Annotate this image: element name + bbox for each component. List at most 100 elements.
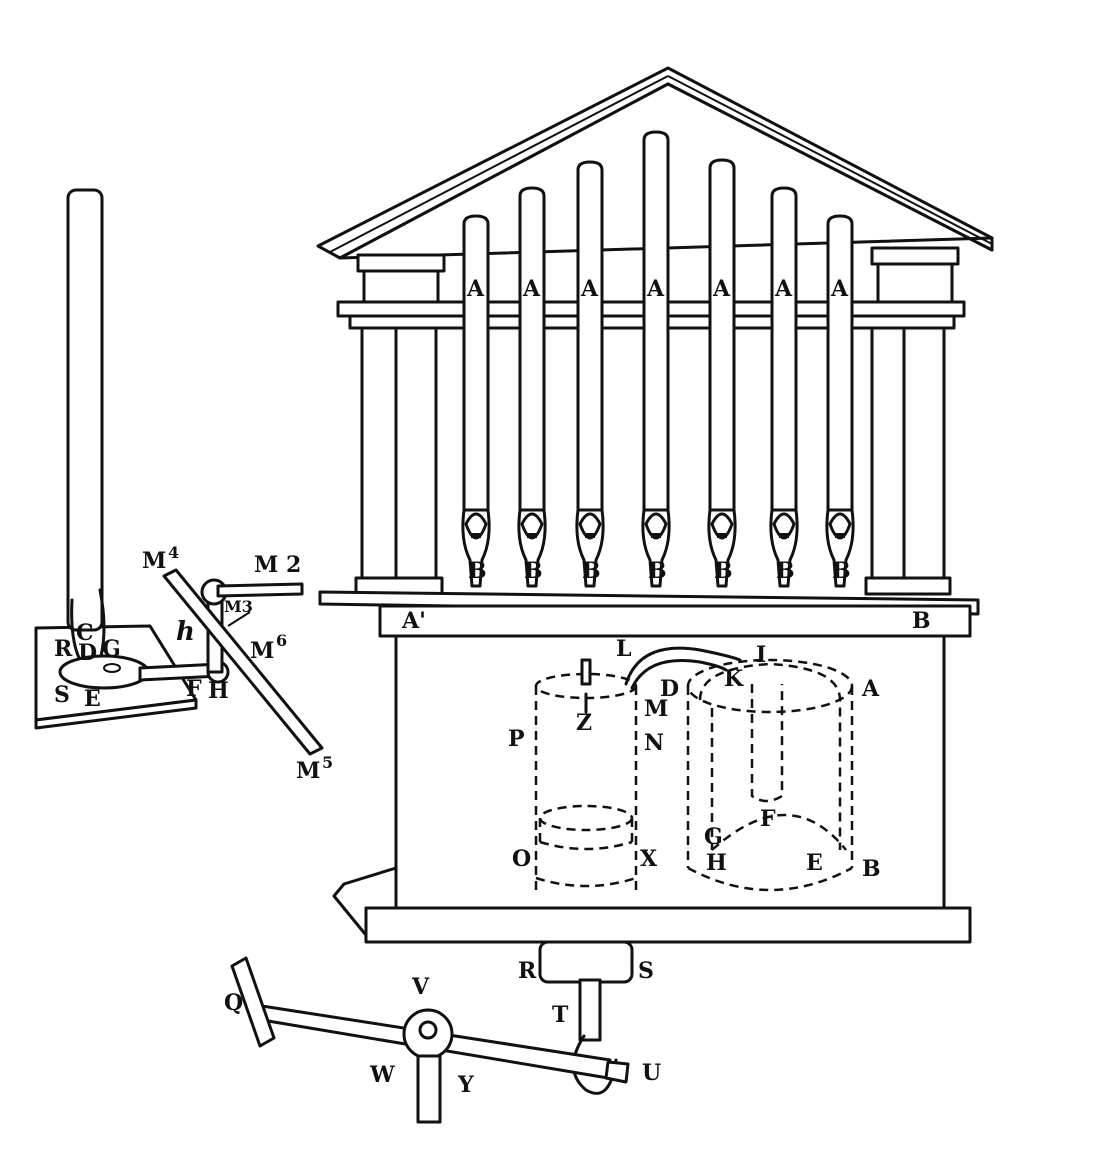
label-e-left: E <box>84 686 101 712</box>
label-l: L <box>616 636 631 662</box>
fulcrum-pin <box>418 1020 438 1040</box>
label-g-left: G <box>102 636 121 662</box>
arm-m2 <box>216 582 304 598</box>
pipe-label-a: A <box>774 276 793 302</box>
base-board-edge <box>34 698 198 730</box>
cylinders <box>534 646 854 892</box>
label-m2: M 2 <box>254 552 301 578</box>
pipe-body <box>462 214 490 512</box>
left-column-inner <box>394 326 438 582</box>
label-o: O <box>512 846 531 872</box>
pipe-mouth-slot <box>651 533 661 538</box>
label-a-reservoir: A <box>861 676 880 702</box>
labels: A' B L I K D A M Z P N F G O X H E B R S… <box>54 543 931 1098</box>
label-h-italic: h <box>176 617 195 647</box>
pipe-mouth-slot <box>585 533 595 538</box>
label-m6-sup: 6 <box>276 631 287 650</box>
pipe-label-a: A <box>712 276 731 302</box>
label-k: K <box>724 666 744 692</box>
pipe-mouth-slot <box>717 533 727 538</box>
label-m3: M3 <box>224 597 253 616</box>
pump-bottom <box>535 876 637 888</box>
pipe-body <box>576 160 604 512</box>
right-column-inner <box>870 326 906 582</box>
label-p: P <box>508 726 525 752</box>
valve-rod <box>580 658 592 686</box>
pipe-mouth-slot <box>779 533 789 538</box>
left-column-outer <box>360 326 398 582</box>
inner-bell-water <box>711 813 847 851</box>
lower-box <box>394 634 946 910</box>
pipe-label-b: B <box>832 558 851 584</box>
pipe-label-a: A <box>580 276 599 302</box>
pipe-label-b: B <box>582 558 601 584</box>
label-h: H <box>706 850 727 876</box>
label-e: E <box>806 850 823 876</box>
pipe-label-a: A <box>466 276 485 302</box>
pipe-label-a: A <box>830 276 849 302</box>
pipe-label-b: B <box>776 558 795 584</box>
label-s-left: S <box>54 682 70 708</box>
pipe-label-a: A <box>522 276 541 302</box>
pipe-label-b: B <box>714 558 733 584</box>
box-base <box>364 906 972 944</box>
label-g: G <box>704 824 723 850</box>
label-r-bottom: R <box>518 958 537 984</box>
lever-end-u <box>604 1060 630 1084</box>
label-b-box: B <box>912 608 931 634</box>
label-q: Q <box>224 990 243 1016</box>
inner-tube <box>750 684 784 803</box>
label-m: M <box>644 696 668 722</box>
reservoir-bottom <box>687 866 853 892</box>
label-m5: M <box>296 758 320 784</box>
label-h-left: H <box>208 678 229 704</box>
pump-piston-bottom <box>539 840 633 851</box>
label-x: X <box>640 846 658 872</box>
label-a-prime: A' <box>401 608 426 634</box>
connecting-pipe-inner <box>630 658 728 690</box>
left-capital <box>356 253 446 273</box>
label-f: F <box>760 806 776 832</box>
pipe-label-b: B <box>524 558 543 584</box>
pipe-body <box>518 186 546 512</box>
handle-q <box>230 956 276 1048</box>
pipe-mouth-slot <box>527 533 537 538</box>
pump-piston-sides <box>538 818 634 842</box>
pediment-molding-line-right <box>667 75 993 245</box>
tall-pipe <box>66 188 104 632</box>
pipe-label-b: B <box>648 558 667 584</box>
label-m5-sup: 5 <box>322 753 333 772</box>
label-t: T <box>552 1002 569 1028</box>
label-n: N <box>644 730 664 756</box>
label-y: Y <box>457 1072 474 1098</box>
organ-pipe: AB <box>769 186 799 588</box>
fulcrum-post <box>416 1054 442 1124</box>
pipe-mouth-slot <box>835 533 845 538</box>
pediment-molding-line <box>329 75 669 253</box>
label-v: V <box>411 974 430 1000</box>
label-c-left: C <box>76 620 94 646</box>
organ-pipe: AB <box>575 160 605 588</box>
organ-pipe: AB <box>461 214 491 588</box>
wind-chest <box>378 604 972 638</box>
cylinder-bottom-rs <box>538 940 634 984</box>
label-f-left: F <box>186 676 202 702</box>
label-d: D <box>660 676 679 702</box>
right-capital-block <box>876 262 954 304</box>
organ-pipe: AB <box>641 130 671 588</box>
label-m4: M <box>142 548 166 574</box>
fulcrum <box>402 1008 454 1060</box>
label-d-left: D <box>78 640 97 666</box>
connecting-pipe <box>624 646 742 686</box>
organ-pipe: AB <box>825 214 855 588</box>
label-u: U <box>642 1060 661 1086</box>
organ-pipe: AB <box>707 158 737 588</box>
pipe-body <box>708 158 736 512</box>
organ-pipe: AB <box>517 186 547 588</box>
label-m6: M <box>250 638 274 664</box>
right-column-outer <box>902 326 946 582</box>
pipe-label-b: B <box>468 558 487 584</box>
